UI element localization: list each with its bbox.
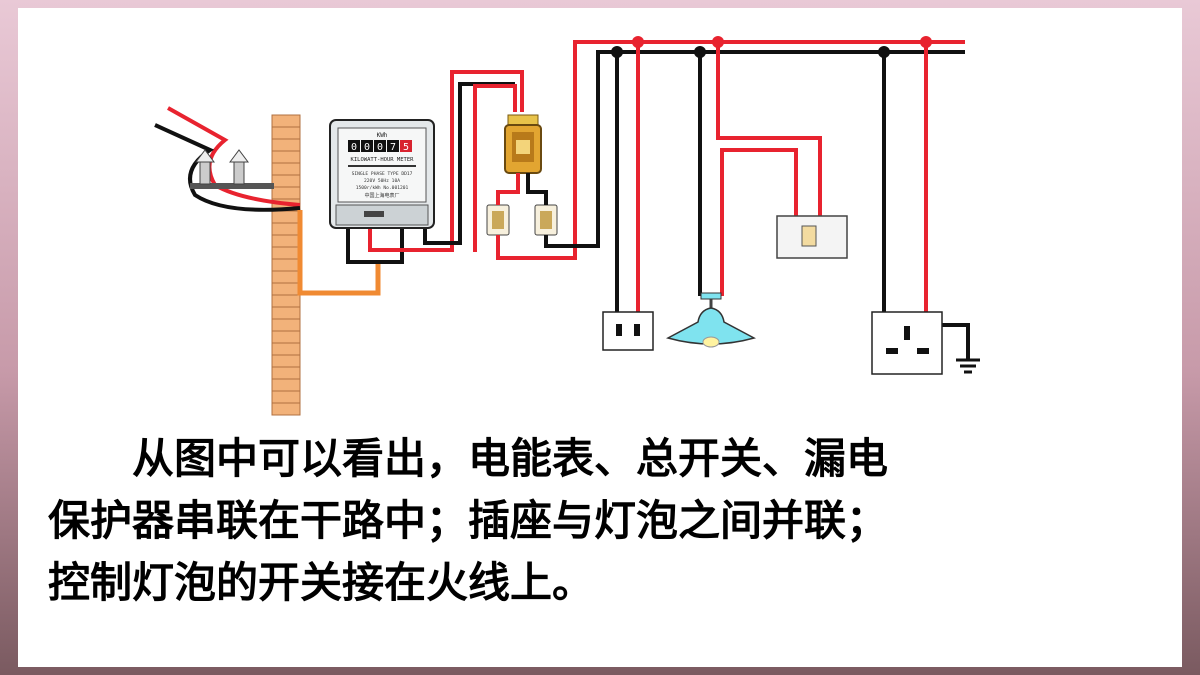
meter-digit: 5 [403,142,409,153]
meter-specs: SINGLE PHASE TYPE DD17 [352,171,413,177]
meter-specs: 1500r/kWh No.001201 [356,185,409,191]
lamp-switch [776,215,848,259]
slide: KWh 0 0 0 7 5 KILOWATT-HOUR METER SINGLE… [18,8,1182,667]
meter-subtitle: KILOWATT-HOUR METER [351,157,415,163]
electricity-meter: KWh 0 0 0 7 5 KILOWATT-HOUR METER SINGLE… [329,119,435,229]
meter-maker: 中国上海电表厂 [364,192,399,199]
meter-digit: 0 [377,142,383,153]
explanation-line-3: 控制灯泡的开关接在火线上。 [48,558,595,607]
main-switch [504,114,542,174]
meter-header: KWh [377,132,388,139]
three-pin-socket [871,311,943,375]
explanation-line-1: 从图中可以看出，电能表、总开关、漏电 [132,434,889,483]
insulator-bracket [190,149,274,189]
ceiling-lamp [665,292,757,348]
ground-wire [297,210,381,296]
two-pin-socket [602,311,654,351]
meter-digit: 0 [364,142,370,153]
junction-dots [611,36,932,58]
leakage-protector [486,204,558,236]
meter-digit: 7 [390,142,396,153]
explanation-line-2: 保护器串联在干路中；插座与灯泡之间并联； [48,496,889,545]
meter-to-switch-wires [346,70,524,264]
wiring-diagram: KWh 0 0 0 7 5 KILOWATT-HOUR METER SINGLE… [154,36,980,416]
brick-wall [271,114,301,416]
explanation-text: 从图中可以看出，电能表、总开关、漏电 保护器串联在干路中；插座与灯泡之间并联； … [48,428,1148,614]
branch-wires [615,42,970,360]
meter-reading: 0 0 0 7 5 [348,140,412,153]
distribution-wires [496,40,965,260]
ground-symbol [956,358,980,374]
meter-specs: 220V 50Hz 10A [364,178,400,184]
meter-digit: 0 [351,142,357,153]
